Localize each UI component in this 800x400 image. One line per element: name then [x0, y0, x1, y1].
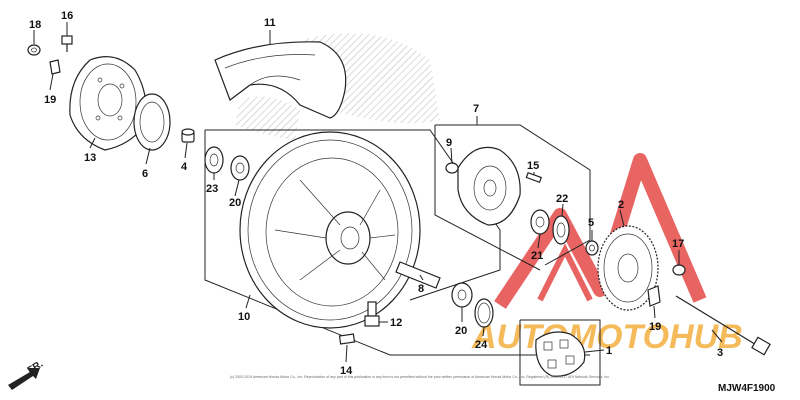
leader-lines	[33, 22, 723, 363]
callout-2: 2	[618, 199, 624, 211]
part-8-spacer	[395, 261, 441, 289]
callout-23: 23	[206, 183, 218, 195]
callout-3: 3	[717, 347, 723, 359]
callout-1: 1	[606, 345, 612, 357]
callout-17: 17	[672, 238, 684, 250]
callout-9: 9	[446, 137, 452, 149]
watermark-text: AUTOMOTOHUB	[471, 318, 743, 356]
callout-6: 6	[142, 168, 148, 180]
part-3-axle	[675, 295, 771, 356]
part-11-fender	[214, 41, 347, 119]
part-19-clip-right	[647, 285, 661, 307]
callout-19-right: 19	[649, 321, 661, 333]
part-6-pulser-ring	[133, 93, 171, 151]
part-4-collar	[181, 128, 195, 143]
part-17-nut	[672, 264, 686, 276]
part-12-valve	[364, 301, 380, 327]
part-14-balance-weight	[338, 333, 356, 345]
callout-labels: 18 16 19 13 6 4 11 23 20 7 9 15 22 21 5 …	[29, 10, 723, 377]
part-13-brake-disc	[69, 56, 147, 151]
callout-7: 7	[473, 103, 479, 115]
part-7-driven-flange	[457, 146, 521, 226]
part-15-stud	[525, 171, 543, 183]
callout-19: 19	[44, 94, 56, 106]
callout-4: 4	[181, 161, 188, 173]
callout-15: 15	[527, 160, 539, 172]
callout-24: 24	[475, 339, 488, 351]
part-20-seal-bottom	[451, 282, 473, 308]
callout-5: 5	[588, 217, 594, 229]
callout-11: 11	[264, 17, 276, 29]
part-22-seal	[552, 215, 570, 245]
callout-21: 21	[531, 250, 543, 262]
part-19-clip	[49, 59, 61, 75]
part-16-bolt	[61, 35, 73, 52]
part-20-seal-top	[230, 155, 250, 181]
callout-8: 8	[418, 283, 424, 295]
part-2-sprocket	[597, 225, 659, 311]
callout-20-bottom: 20	[455, 325, 467, 337]
callout-18: 18	[29, 19, 41, 31]
part-24-o-ring	[474, 298, 494, 328]
part-23-bearing	[204, 146, 224, 174]
part-1-damper-rubber	[535, 331, 586, 377]
diagram-code: MJW4F1900	[718, 383, 776, 394]
callout-12: 12	[390, 317, 402, 329]
front-direction-arrow	[8, 368, 40, 390]
callout-22: 22	[556, 193, 568, 205]
callout-14: 14	[340, 365, 353, 377]
callout-20-top: 20	[229, 197, 241, 209]
copyright-text: (c) 2003-2019 American Honda Motor Co., …	[230, 374, 610, 379]
part-10-wheel	[239, 131, 421, 329]
callout-13: 13	[84, 152, 96, 164]
callout-10: 10	[238, 311, 250, 323]
callout-16: 16	[61, 10, 73, 22]
part-9-nut	[445, 162, 459, 174]
part-21-bearing	[530, 209, 550, 235]
part-5-collar	[585, 240, 599, 256]
watermark-logo: AUTOMOTOHUB	[471, 153, 743, 356]
